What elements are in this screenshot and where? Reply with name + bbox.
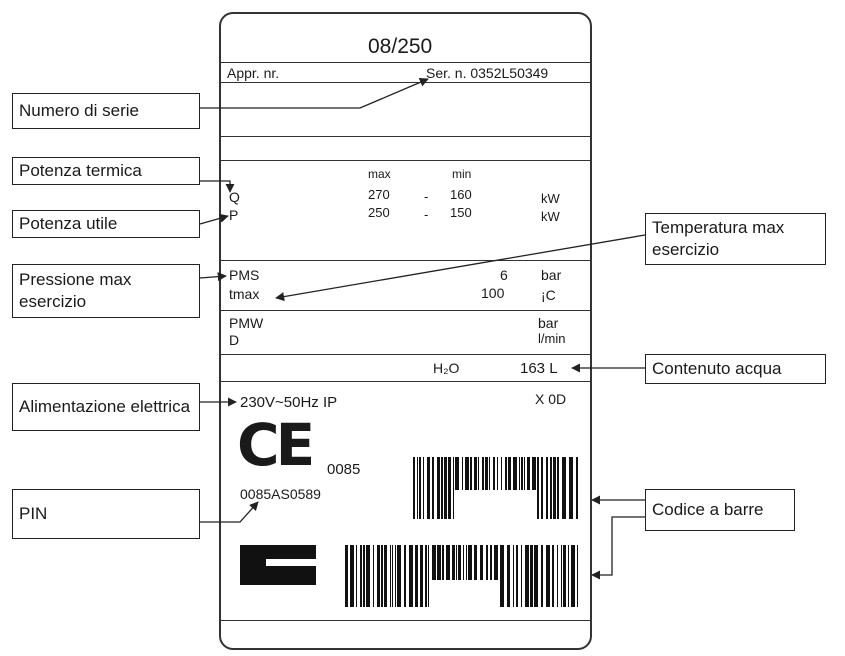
thermal-power-symbol: Q xyxy=(229,189,240,205)
callout-serial-number: Numero di serie xyxy=(12,93,200,129)
useful-power-unit: kW xyxy=(541,209,560,224)
pin-code: 0085AS0589 xyxy=(240,486,321,502)
pmw-unit: bar xyxy=(538,315,559,331)
tmax-label: tmax xyxy=(229,286,260,302)
range-separator: - xyxy=(424,189,429,204)
d-label: D xyxy=(229,332,240,348)
pms-value: 6 xyxy=(500,267,508,283)
plate-divider xyxy=(219,82,592,83)
callout-pin: PIN xyxy=(12,489,200,539)
useful-power-max: 250 xyxy=(368,205,390,220)
plate-divider xyxy=(219,620,592,621)
approval-label: Appr. nr. xyxy=(227,65,280,81)
pmw-label: PMW xyxy=(229,315,264,331)
thermal-power-max: 270 xyxy=(368,187,390,202)
callout-thermal-power: Potenza termica xyxy=(12,157,200,185)
ce-notified-body: 0085 xyxy=(327,461,361,478)
model-number: 08/250 xyxy=(368,35,433,58)
serial-number: Ser. n. 0352L50349 xyxy=(426,65,549,81)
d-unit: l/min xyxy=(538,331,566,346)
callout-max-temperature: Temperatura max esercizio xyxy=(645,213,826,265)
callout-barcode: Codice a barre xyxy=(645,489,795,531)
data-plate xyxy=(219,12,592,650)
water-content-value: 163 L xyxy=(520,360,558,377)
water-label: H₂O xyxy=(433,360,460,376)
range-separator: - xyxy=(424,207,429,222)
power-supply-value: 230V~50Hz IP xyxy=(240,394,338,411)
pms-label: PMS xyxy=(229,267,260,283)
plate-divider xyxy=(219,310,592,311)
column-min: min xyxy=(452,167,472,181)
callout-max-pressure: Pressione max esercizio xyxy=(12,264,200,318)
callout-power-supply: Alimentazione elettrica xyxy=(12,383,200,431)
leader-barcode-bottom xyxy=(591,516,645,580)
useful-power-symbol: P xyxy=(229,207,239,223)
callout-water-content: Contenuto acqua xyxy=(645,354,826,384)
column-max: max xyxy=(368,167,391,181)
ce-mark: CE xyxy=(237,411,315,479)
plate-divider xyxy=(219,136,592,137)
tmax-unit: ¡C xyxy=(541,287,556,303)
plate-divider xyxy=(219,381,592,382)
plate-divider xyxy=(219,354,592,355)
useful-power-min: 150 xyxy=(450,205,472,220)
tmax-value: 100 xyxy=(481,285,505,301)
thermal-power-unit: kW xyxy=(541,191,560,206)
callout-useful-power: Potenza utile xyxy=(12,210,200,238)
thermal-power-min: 160 xyxy=(450,187,472,202)
plate-divider xyxy=(219,62,592,63)
pms-unit: bar xyxy=(541,267,562,283)
ip-code: X 0D xyxy=(535,391,567,407)
plate-divider xyxy=(219,160,592,161)
plate-divider xyxy=(219,260,592,261)
